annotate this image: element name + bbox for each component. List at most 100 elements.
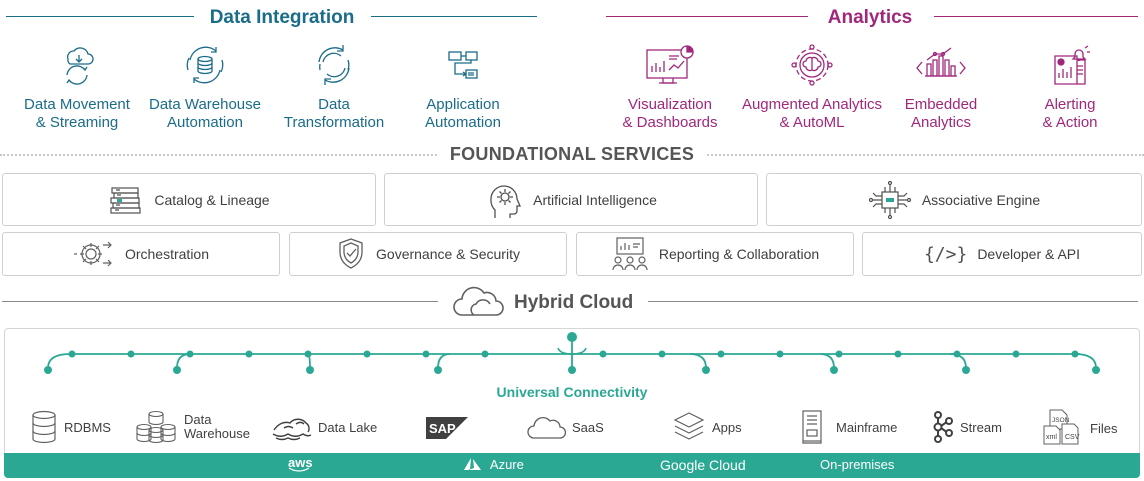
connectivity-node-5 <box>363 350 371 358</box>
files-icon: JSON xml CSV <box>1043 409 1080 445</box>
connectivity-endpoint-5 <box>702 366 710 374</box>
universal-connectivity-title: Universal Connectivity <box>496 384 648 400</box>
artificial-intelligence-label: Artificial Intelligence <box>533 191 657 208</box>
google-cloud-logo: Google Cloud <box>660 457 746 473</box>
alerting-line2: & Action <box>1042 114 1098 131</box>
hybrid-cloud-icon <box>453 286 504 316</box>
data-warehouse-automation-item[interactable]: Data Warehouse Automation <box>143 42 267 132</box>
embedded-analytics-line1: Embedded <box>904 96 978 113</box>
orchestration-label: Orchestration <box>124 246 210 262</box>
artificial-intelligence-box[interactable]: Artificial Intelligence <box>384 173 758 226</box>
connectivity-node-0 <box>68 350 76 358</box>
data-transformation-line2: Transformation <box>283 114 385 131</box>
analytics-divider-right <box>934 16 1138 17</box>
data-movement-line1: Data Movement <box>24 96 130 113</box>
augmented-analytics-line1: Augmented Analytics <box>741 96 883 113</box>
connectivity-node-9 <box>658 350 666 358</box>
source-mainframe-label: Mainframe <box>836 419 898 435</box>
warehouse-icon <box>136 410 176 444</box>
visualization-line1: Visualization <box>628 96 712 113</box>
connectivity-network <box>44 332 1100 374</box>
connectivity-endpoint-8 <box>1092 366 1100 374</box>
data-transformation-item[interactable]: Data Transformation <box>275 42 393 132</box>
connectivity-node-3 <box>245 350 253 358</box>
server-icon <box>802 410 822 444</box>
reporting-collaboration-box[interactable]: Reporting & Collaboration <box>576 232 854 276</box>
data-transformation-line1: Data <box>318 96 350 113</box>
connectivity-branch-3 <box>437 353 451 369</box>
application-automation-item[interactable]: Application Automation <box>404 42 522 132</box>
data-movement-line2: & Streaming <box>35 114 119 131</box>
source-stream-label: Stream <box>960 419 1002 435</box>
connectivity-branch-8 <box>1074 353 1097 369</box>
aws-logo: aws <box>288 455 313 472</box>
head-gear-icon <box>490 184 522 218</box>
source-stream[interactable]: Stream <box>930 410 1002 444</box>
connectivity-endpoint-4 <box>568 366 576 374</box>
reporting-collaboration-label: Reporting & Collaboration <box>658 246 820 262</box>
analytics-divider-left <box>606 16 808 17</box>
brain-gear-icon <box>791 44 833 86</box>
hybrid-cloud-divider-left <box>2 301 438 302</box>
database-icon <box>32 410 56 444</box>
visualization-line2: & Dashboards <box>622 114 718 131</box>
connectivity-node-8 <box>599 350 607 358</box>
alert-report-icon <box>1054 45 1090 85</box>
connectivity-hub <box>567 332 577 342</box>
source-apps[interactable]: Apps <box>672 410 742 444</box>
source-data-warehouse[interactable]: Data Warehouse <box>134 410 250 444</box>
gear-arrows-icon <box>73 241 112 267</box>
platform-bar <box>4 453 1140 478</box>
source-files[interactable]: JSON xml CSV Files <box>1040 408 1117 448</box>
developer-api-label: Developer & API <box>977 246 1081 262</box>
connectivity-endpoint-1 <box>173 366 181 374</box>
connectivity-branch-1 <box>176 353 191 369</box>
connectivity-endpoint-6 <box>830 366 838 374</box>
catalog-lineage-box[interactable]: Catalog & Lineage <box>2 173 376 226</box>
transform-cycle-icon <box>318 45 350 85</box>
connectivity-node-1 <box>127 350 135 358</box>
alerting-line1: Alerting <box>1044 96 1096 113</box>
visualization-item[interactable]: Visualization & Dashboards <box>610 42 730 132</box>
source-saas[interactable]: SaaS <box>526 414 604 440</box>
source-data-lake-label: Data Lake <box>318 419 378 435</box>
alerting-item[interactable]: Alerting & Action <box>1020 42 1120 132</box>
catalog-lineage-label: Catalog & Lineage <box>154 191 270 208</box>
connectivity-endpoint-0 <box>44 366 52 374</box>
source-data-lake[interactable]: Data Lake <box>270 412 377 442</box>
data-movement-item[interactable]: Data Movement & Streaming <box>16 42 138 132</box>
connectivity-hub-curve-right <box>571 347 587 355</box>
integration-divider-left <box>6 16 194 17</box>
connectivity-endpoint-7 <box>962 366 970 374</box>
svg-text:SAP: SAP <box>429 421 456 436</box>
source-rdbms[interactable]: RDBMS <box>30 410 111 444</box>
source-data-warehouse-label2: Warehouse <box>184 426 250 441</box>
data-warehouse-automation-line1: Data Warehouse <box>148 96 261 113</box>
embedded-analytics-item[interactable]: Embedded Analytics <box>893 42 989 132</box>
integration-divider-right <box>371 16 537 17</box>
source-mainframe[interactable]: Mainframe <box>800 409 897 445</box>
orchestration-box[interactable]: Orchestration <box>2 232 280 276</box>
presentation-icon <box>612 237 648 271</box>
connectivity-node-13 <box>894 350 902 358</box>
analytics-title: Analytics <box>827 7 913 28</box>
associative-engine-box[interactable]: Associative Engine <box>766 173 1142 226</box>
connectivity-endpoint-2 <box>306 366 314 374</box>
connectivity-branch-5 <box>689 353 707 369</box>
books-icon <box>110 186 141 214</box>
cloud-icon <box>527 417 566 439</box>
connectivity-node-12 <box>835 350 843 358</box>
governance-security-box[interactable]: Governance & Security <box>289 232 567 276</box>
source-sap[interactable]: SAP <box>426 417 474 439</box>
chip-icon <box>868 180 911 219</box>
connectivity-branch-2 <box>307 353 311 369</box>
data-integration-title: Data Integration <box>209 7 355 28</box>
developer-api-box[interactable]: {/>} Developer & API <box>862 232 1142 276</box>
augmented-analytics-item[interactable]: Augmented Analytics & AutoML <box>738 42 886 132</box>
source-rdbms-label: RDBMS <box>64 419 111 435</box>
app-flow-icon <box>448 51 478 79</box>
hybrid-cloud-divider-right <box>648 301 1138 302</box>
governance-security-label: Governance & Security <box>376 246 520 262</box>
application-automation-line2: Automation <box>425 114 501 131</box>
connectivity-endpoint-3 <box>434 366 442 374</box>
